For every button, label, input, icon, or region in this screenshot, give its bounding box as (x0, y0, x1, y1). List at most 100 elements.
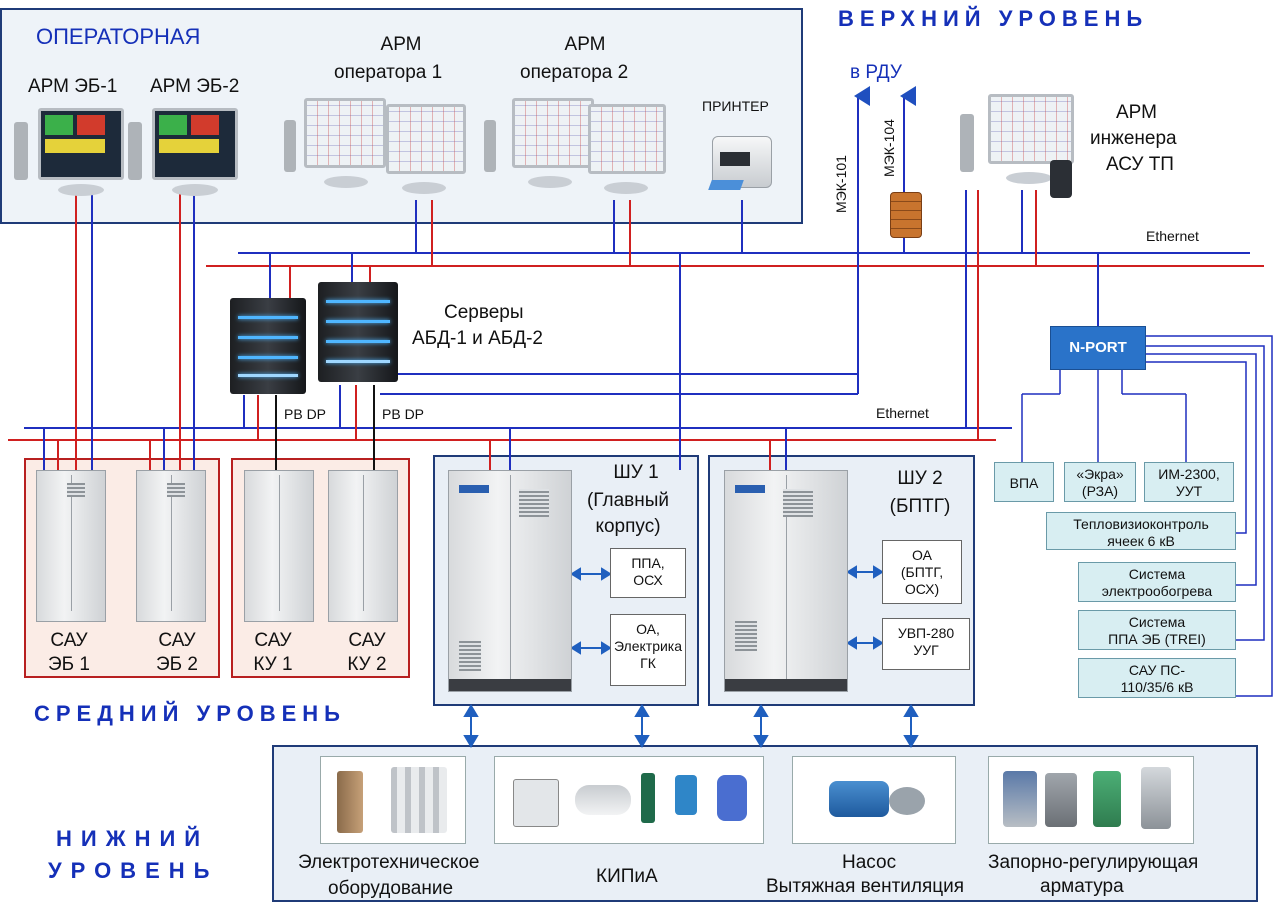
pump-label-line2: Вытяжная вентиляция (766, 876, 965, 897)
arm-eb1-label: АРМ ЭБ-1 (28, 76, 118, 97)
switchgear-icon (337, 771, 363, 833)
engineer-label-line2: инженера (1090, 128, 1177, 149)
shu2-cabinet-icon (724, 470, 848, 692)
server-abd2-icon (318, 282, 398, 382)
magflow-icon (717, 775, 747, 821)
transmitter-icon (675, 775, 697, 815)
ppa-trei-block: Система ППА ЭБ (TREI) (1078, 610, 1236, 650)
im2300-block: ИМ-2300, УУТ (1144, 462, 1234, 502)
nport-box: N-PORT (1050, 326, 1146, 370)
heating-line1: Система (1128, 566, 1186, 582)
im2300-line2: УУТ (1175, 483, 1203, 499)
shu2-oa-line1: ОА (912, 547, 932, 563)
shu2-title-line1: ШУ 2 (897, 468, 943, 489)
sau-ps-line2: 110/35/6 кВ (1120, 679, 1194, 695)
valves-box (988, 756, 1194, 844)
arm-op1-monitor-icon (284, 98, 474, 198)
shu1-ppa-line2: ОСХ (633, 572, 663, 588)
shu1-oa-line2: Электрика (613, 638, 683, 654)
pump-box (792, 756, 956, 844)
pbdp1-label: PB DP (284, 406, 327, 422)
sau-eb2-cabinet-icon (136, 470, 206, 622)
firewall-icon (890, 192, 922, 238)
ethernet-mid-label: Ethernet (876, 405, 929, 421)
sensor-icon (641, 773, 655, 823)
engineer-label-line3: АСУ ТП (1106, 154, 1174, 175)
shu2-oa-box: ОА (БПТГ, ОСХ) (882, 540, 962, 604)
arm-op2-monitor-icon (484, 98, 674, 198)
flowmeter-icon (575, 785, 631, 815)
vpa-block: ВПА (994, 462, 1054, 502)
ppa-trei-line2: ППА ЭБ (TREI) (1108, 631, 1206, 647)
electro-equipment-box (320, 756, 466, 844)
operator-room-title: ОПЕРАТОРНАЯ (36, 24, 201, 49)
arm-op1-label-line2: оператора 1 (334, 62, 443, 83)
kip-label: КИПиА (596, 866, 658, 887)
valves-label-line2: арматура (1040, 876, 1124, 897)
sau-ku2-label-line2: КУ 2 (347, 654, 387, 675)
servers-label-line1: Серверы (444, 302, 524, 323)
pump-icon (829, 781, 889, 817)
ekra-line1: «Экра» (1076, 466, 1124, 482)
shu1-oa-box: ОА, Электрика ГК (610, 614, 686, 686)
ekra-line2: (РЗА) (1081, 483, 1119, 499)
shu1-title-line1: ШУ 1 (613, 462, 659, 483)
thermo-line2: ячеек 6 кВ (1107, 533, 1175, 549)
sau-eb1-label-line2: ЭБ 1 (48, 654, 90, 675)
meter-icon (513, 779, 559, 827)
sau-ku1-cabinet-icon (244, 470, 314, 622)
shu2-title-line2: (БПТГ) (889, 496, 951, 517)
iec104-label: МЭК-104 (881, 119, 897, 177)
thermo-block: Тепловизиоконтроль ячеек 6 кВ (1046, 512, 1236, 550)
shu1-ppa-box: ППА, ОСХ (610, 548, 686, 598)
arm-eb2-monitor-icon (128, 108, 240, 200)
butterfly-valve-icon (1045, 773, 1077, 827)
gate-valve-icon (1141, 767, 1171, 829)
sau-ps-line1: САУ ПС- (1128, 662, 1186, 678)
ethernet-top-label: Ethernet (1146, 228, 1199, 244)
heating-line2: электрообогрева (1101, 583, 1213, 599)
shu2-uvp-line1: УВП-280 (897, 625, 955, 641)
thermo-line1: Тепловизиоконтроль (1073, 516, 1209, 532)
sau-ku1-label-line1: САУ (254, 630, 292, 651)
iec101-label: МЭК-101 (833, 155, 849, 213)
im2300-line1: ИМ-2300, (1158, 466, 1220, 482)
ekra-block: «Экра» (РЗА) (1064, 462, 1136, 502)
shu1-oa-line3: ГК (640, 655, 656, 671)
sau-eb1-label-line1: САУ (50, 630, 88, 651)
printer-label: ПРИНТЕР (702, 98, 769, 114)
arm-op2-label-line1: АРМ (564, 34, 606, 55)
rdu-label: в РДУ (850, 62, 902, 83)
sau-eb2-label-line2: ЭБ 2 (156, 654, 198, 675)
sau-ps-block: САУ ПС- 110/35/6 кВ (1078, 658, 1236, 698)
lower-level-title-line1: НИЖНИЙ (56, 826, 210, 851)
valves-label-line1: Запорно-регулирующая (988, 852, 1199, 873)
shu1-title-line3: корпус) (595, 516, 661, 537)
heating-block: Система электрообогрева (1078, 562, 1236, 602)
shu1-cabinet-icon (448, 470, 572, 692)
printer-icon (708, 128, 774, 198)
breaker-icon (391, 767, 447, 833)
shu2-oa-line3: ОСХ) (904, 581, 940, 597)
electro-label-line2: оборудование (328, 878, 454, 899)
sau-eb1-cabinet-icon (36, 470, 106, 622)
shu2-oa-line2: (БПТГ, (900, 564, 944, 580)
lower-level-title-line2: УРОВЕНЬ (48, 858, 219, 883)
servers-label-line2: АБД-1 и АБД-2 (412, 328, 543, 349)
server-abd1-icon (230, 298, 306, 394)
arm-engineer-monitor-icon (960, 94, 1080, 198)
upper-level-title: ВЕРХНИЙ УРОВЕНЬ (838, 6, 1149, 31)
electro-label-line1: Электротехническое (298, 852, 480, 873)
ppa-trei-line1: Система (1128, 614, 1186, 630)
valve-actuator-icon (1003, 771, 1037, 827)
pbdp2-label: PB DP (382, 406, 425, 422)
shu1-ppa-line1: ППА, (631, 555, 665, 571)
sau-eb2-label-line1: САУ (158, 630, 196, 651)
arm-eb2-label: АРМ ЭБ-2 (150, 76, 240, 97)
sau-ku1-label-line2: КУ 1 (253, 654, 293, 675)
shu2-uvp-line2: УУГ (913, 642, 939, 658)
engineer-label-line1: АРМ (1116, 102, 1157, 123)
vpa-label: ВПА (1009, 475, 1039, 491)
arm-op1-label-line1: АРМ (380, 34, 422, 55)
